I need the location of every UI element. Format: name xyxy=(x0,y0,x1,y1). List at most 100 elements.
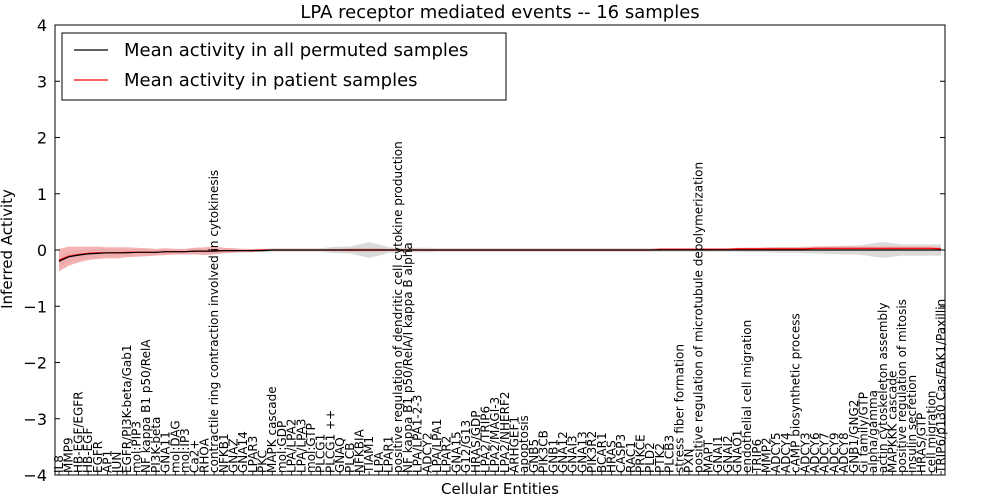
series-lines xyxy=(58,247,942,262)
x-tick-label: ARHGEF1 xyxy=(508,416,522,473)
x-tick-label: GNA12 xyxy=(556,431,570,473)
x-tick-label: BCAR1 xyxy=(595,432,609,473)
y-tick-label: −2 xyxy=(23,354,47,373)
x-tick-label: EGFR/PI3K-beta/Gab1 xyxy=(120,344,134,473)
x-tick-label: GNA11 xyxy=(159,431,173,473)
x-tick-label: GNB1 xyxy=(546,439,560,473)
plot-frame xyxy=(54,24,946,476)
x-tick-label: LPA/LPA1-2-3 xyxy=(411,395,425,473)
x-tick-label: cell migration xyxy=(924,391,938,473)
x-tick-label: positive regulation of microtubule depol… xyxy=(692,162,706,473)
patient-band xyxy=(59,246,941,272)
x-tick-label: ADCY5 xyxy=(769,432,783,473)
x-tick-label: PRKCE xyxy=(634,434,648,473)
x-tick-label: insulin secretion xyxy=(905,375,919,473)
x-tick-label: PKC xyxy=(256,450,270,473)
confidence-bands xyxy=(59,242,941,272)
x-tick-label: PIK3R2 xyxy=(585,431,599,473)
permuted-mean-line xyxy=(58,249,941,262)
x-tick-label: LPAR2 xyxy=(440,436,454,473)
x-tick-label: GNA14 xyxy=(236,431,250,473)
x-tick-label: HB-EGF xyxy=(81,428,95,473)
x-tick-label: LPA/LPA3 xyxy=(294,419,308,473)
x-tick-label: LPA/LPA1 xyxy=(430,419,444,473)
x-tick-label: GNB5 xyxy=(527,439,541,473)
x-tick-label: GNAI3 xyxy=(566,435,580,473)
x-tick-label: mol:PIP3 xyxy=(130,421,144,473)
y-tick-label: 4 xyxy=(37,16,47,35)
legend-label-patient: Mean activity in patient samples xyxy=(124,70,418,91)
x-tick-label: ADCY9 xyxy=(827,432,841,473)
x-tick-label: PI3K-beta xyxy=(149,417,163,473)
y-axis-label: Inferred Activity xyxy=(0,189,16,309)
x-tick-label: LPA2/MAGI-3 xyxy=(488,397,502,473)
legend-label-permuted: Mean activity in all permuted samples xyxy=(124,40,468,61)
x-tick-label: PLCG1 ++ xyxy=(323,410,337,473)
y-tick-label: 2 xyxy=(37,129,47,148)
x-tick-label: mol:GDP xyxy=(275,421,289,473)
x-tick-label: GNA13 xyxy=(575,431,589,473)
x-tick-label: GNAO1 xyxy=(731,430,745,473)
x-tick-label: GNB1/GNG2 xyxy=(847,400,861,473)
x-tick-label: endothelial cell migration xyxy=(740,320,754,473)
x-tick-label: mol:GTP xyxy=(304,423,318,473)
x-tick-label: positive regulation of dendritic cell cy… xyxy=(391,141,405,473)
x-tick-label: MAPT xyxy=(701,439,715,473)
x-tick-label: cAMP biosynthetic process xyxy=(789,313,803,473)
x-tick-label: actin cytoskeleton assembly xyxy=(876,303,890,473)
x-tick-label: PXN xyxy=(682,449,696,473)
x-tick-label: GNAI2 xyxy=(721,435,735,473)
x-tick-label: mol:DAG xyxy=(168,420,182,473)
x-tick-label: TRIP6/p130 Cas/FAK1/Paxillin xyxy=(934,299,948,474)
x-tick-label: RAC1 xyxy=(624,441,638,473)
x-tick-label: alpha/gamma xyxy=(866,390,880,473)
x-tick-label: Gi family/GTP xyxy=(857,392,871,473)
x-tick-label: positive regulation of mitosis xyxy=(895,299,909,473)
x-tick-label: MAPKKK cascade xyxy=(886,371,900,473)
x-tick-label: ADCY6 xyxy=(808,432,822,473)
x-tick-label: HB-EGF/EGFR xyxy=(71,391,85,473)
y-tick-label: −4 xyxy=(23,466,47,485)
y-tick-label: 1 xyxy=(37,185,47,204)
x-tick-label: LPA2/TRIP6 xyxy=(479,406,493,473)
x-tick-label: GNA15 xyxy=(449,431,463,473)
x-tick-label: AP1 xyxy=(101,450,115,473)
x-tick-label: NFKBIA xyxy=(353,428,367,473)
x-axis-label: Cellular Entities xyxy=(441,480,559,498)
x-tick-label: NFKB1 xyxy=(217,433,231,473)
x-tick-label: NF kappa B1 p50/RelA/I kappa B alpha xyxy=(401,242,415,473)
x-tick-label: GNAI1 xyxy=(711,435,725,473)
x-tick-label: ADCY8 xyxy=(837,432,851,473)
x-tick-label: LPA xyxy=(372,451,386,473)
x-tick-label: RHOA xyxy=(197,437,211,473)
x-tick-label: LPA/LPA2 xyxy=(285,419,299,473)
x-tick-label: apoptosis xyxy=(517,415,531,473)
x-tick-label: NF kappa B1 p50/RelA xyxy=(139,339,153,473)
x-tick-label: PLCG1 xyxy=(314,434,328,473)
y-tick-label: 3 xyxy=(37,72,47,91)
x-tick-label: ADCY3 xyxy=(798,432,812,473)
x-tick-label: MMP2 xyxy=(760,437,774,473)
y-tick-label: 0 xyxy=(37,241,47,260)
x-tick-label: TIAM1 xyxy=(362,436,376,474)
x-tick-label: G12/G13 xyxy=(459,420,473,473)
x-tick-label: CASP3 xyxy=(614,434,628,473)
x-tick-label: ADCY4 xyxy=(779,432,793,473)
x-tick-label: GNAZ xyxy=(227,438,241,473)
x-tick-label: PLCB3 xyxy=(663,435,677,473)
x-tick-label: EGFR xyxy=(91,441,105,473)
x-tick-label: MAPK cascade xyxy=(265,386,279,473)
x-tick-label: stress fiber formation xyxy=(672,344,686,473)
x-tick-label: HRAS/GTP xyxy=(915,413,929,473)
x-tick-label: LPA2/NHERF2 xyxy=(498,392,512,474)
x-tick-labels: IL8MMP9HB-EGF/EGFRHB-EGFEGFRAP1JUNEGFR/P… xyxy=(52,141,948,475)
x-tick-label: LPAR3 xyxy=(246,436,260,473)
y-tick-label: −1 xyxy=(23,297,47,316)
x-tick-label: LPAR1 xyxy=(382,436,396,473)
x-tick-label: ADCY7 xyxy=(818,432,832,473)
x-tick-label: PLCB xyxy=(343,442,357,473)
x-tick-label: GNAQ xyxy=(333,437,347,473)
x-tick-label: JUN xyxy=(110,452,124,474)
x-tick-label: PLD2 xyxy=(643,442,657,473)
